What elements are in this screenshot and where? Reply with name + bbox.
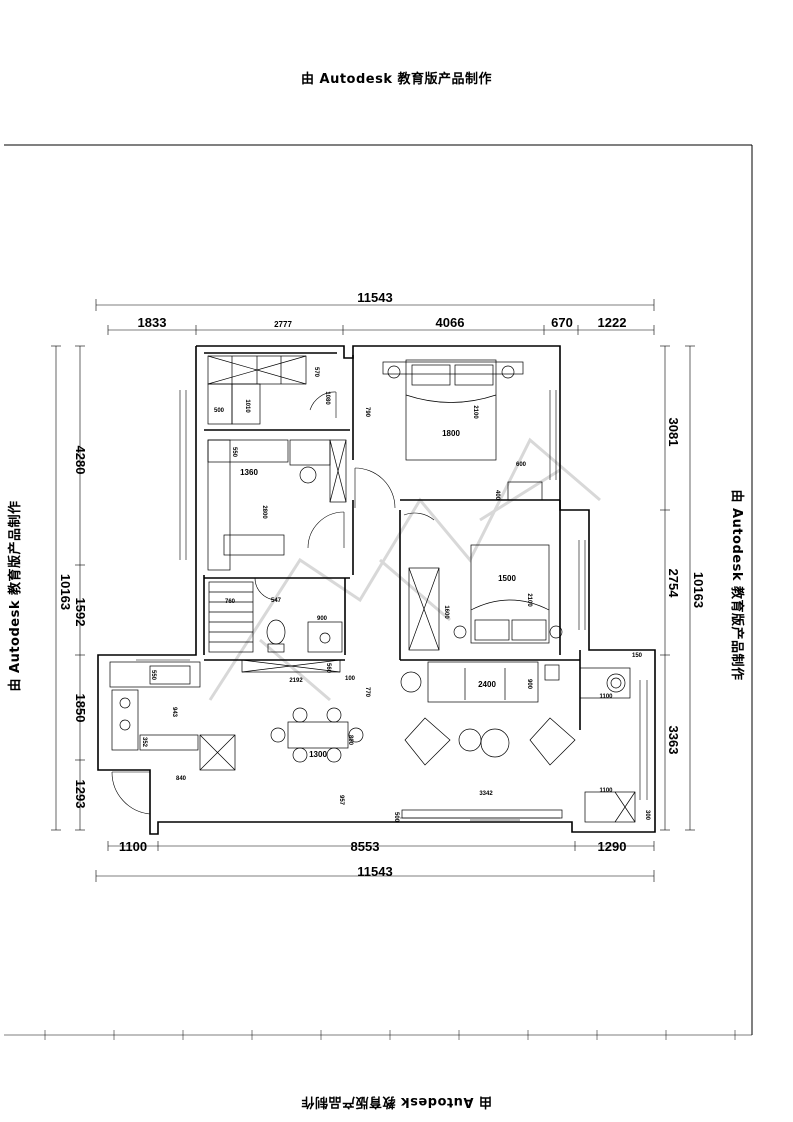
label-dim-957: 957 [338, 795, 344, 806]
doors [111, 391, 435, 815]
label-bath-547: 547 [271, 598, 282, 604]
dim-bottom-3: 1290 [598, 839, 627, 854]
furniture [109, 355, 636, 823]
dim-top-1: 1833 [138, 315, 167, 330]
dim-left-2: 1592 [73, 598, 88, 627]
dim-bottom-total: 11543 [357, 864, 392, 879]
label-bed1-2100: 2100 [472, 405, 478, 419]
label-kitchen-943: 943 [171, 707, 177, 718]
label-study-1360: 1360 [240, 468, 258, 477]
dim-top-3: 4066 [436, 315, 465, 330]
label-bath-760: 760 [225, 599, 236, 605]
label-wardrobe-1010: 1010 [244, 399, 250, 413]
label-sofa-900: 900 [526, 679, 532, 690]
label-dining-1300: 1300 [309, 750, 327, 759]
interior-labels: 500 1010 570 1080 790 1800 2100 550 1360… [141, 367, 650, 823]
dim-right-3: 3363 [666, 726, 681, 755]
label-cab-2192: 2192 [289, 678, 303, 684]
dim-bottom-2: 8553 [351, 839, 380, 854]
dim-top-5: 1222 [598, 315, 627, 330]
label-kitchen-352: 352 [141, 737, 147, 748]
label-bath-900: 900 [317, 616, 328, 622]
label-kitchen-550: 550 [150, 670, 156, 681]
label-desk-400: 400 [494, 490, 500, 501]
wall-windows [136, 390, 648, 821]
label-sofa-2400: 2400 [478, 680, 496, 689]
label-wardrobe-1600: 1600 [443, 605, 449, 619]
dim-bottom-1: 1100 [119, 839, 147, 854]
label-laundry-1100a: 1100 [599, 694, 613, 700]
dim-top-total: 11543 [357, 290, 392, 305]
walls [97, 345, 656, 835]
label-wardrobe-500: 500 [214, 408, 225, 414]
label-tv-3342: 3342 [479, 791, 493, 797]
label-cab-560: 560 [325, 663, 331, 674]
label-laundry-150: 150 [632, 653, 643, 659]
dim-left-4: 1293 [73, 780, 88, 809]
label-dim-550: 550 [231, 447, 237, 458]
label-cab-100: 100 [345, 676, 356, 682]
label-bed1-1800: 1800 [442, 429, 460, 438]
dim-right-2: 2754 [666, 569, 681, 599]
label-dim-570: 570 [313, 367, 319, 378]
label-study-2800: 2800 [261, 505, 267, 519]
label-dim-790: 790 [364, 407, 370, 418]
drawing-frame [4, 144, 753, 1040]
label-dim-1080: 1080 [324, 391, 330, 405]
dim-top-4: 670 [551, 315, 573, 330]
exterior-dimensions: 11543 1833 2777 4066 670 1222 1100 8553 … [58, 290, 706, 879]
dim-left-3: 1850 [73, 694, 88, 723]
dim-top-2: 2777 [274, 320, 292, 329]
label-bed2-1500: 1500 [498, 574, 516, 583]
dim-left-total: 10163 [58, 574, 73, 610]
label-dim-500b: 500 [393, 812, 399, 823]
dim-right-1: 3081 [666, 418, 681, 447]
label-dining-800: 800 [347, 735, 353, 746]
label-kitchen-840: 840 [176, 776, 187, 782]
background-watermark [208, 437, 601, 702]
watermark-top: 由 Autodesk 教育版产品制作 [300, 72, 493, 87]
dim-left-1: 4280 [73, 446, 88, 475]
label-laundry-1100b: 1100 [599, 788, 613, 794]
label-bed2-2100: 2100 [526, 593, 532, 607]
label-dim-770: 770 [364, 687, 370, 698]
dim-right-total: 10163 [691, 572, 706, 608]
label-laundry-300: 300 [644, 810, 650, 821]
dimension-lines [51, 299, 695, 882]
label-desk-600: 600 [516, 462, 527, 468]
